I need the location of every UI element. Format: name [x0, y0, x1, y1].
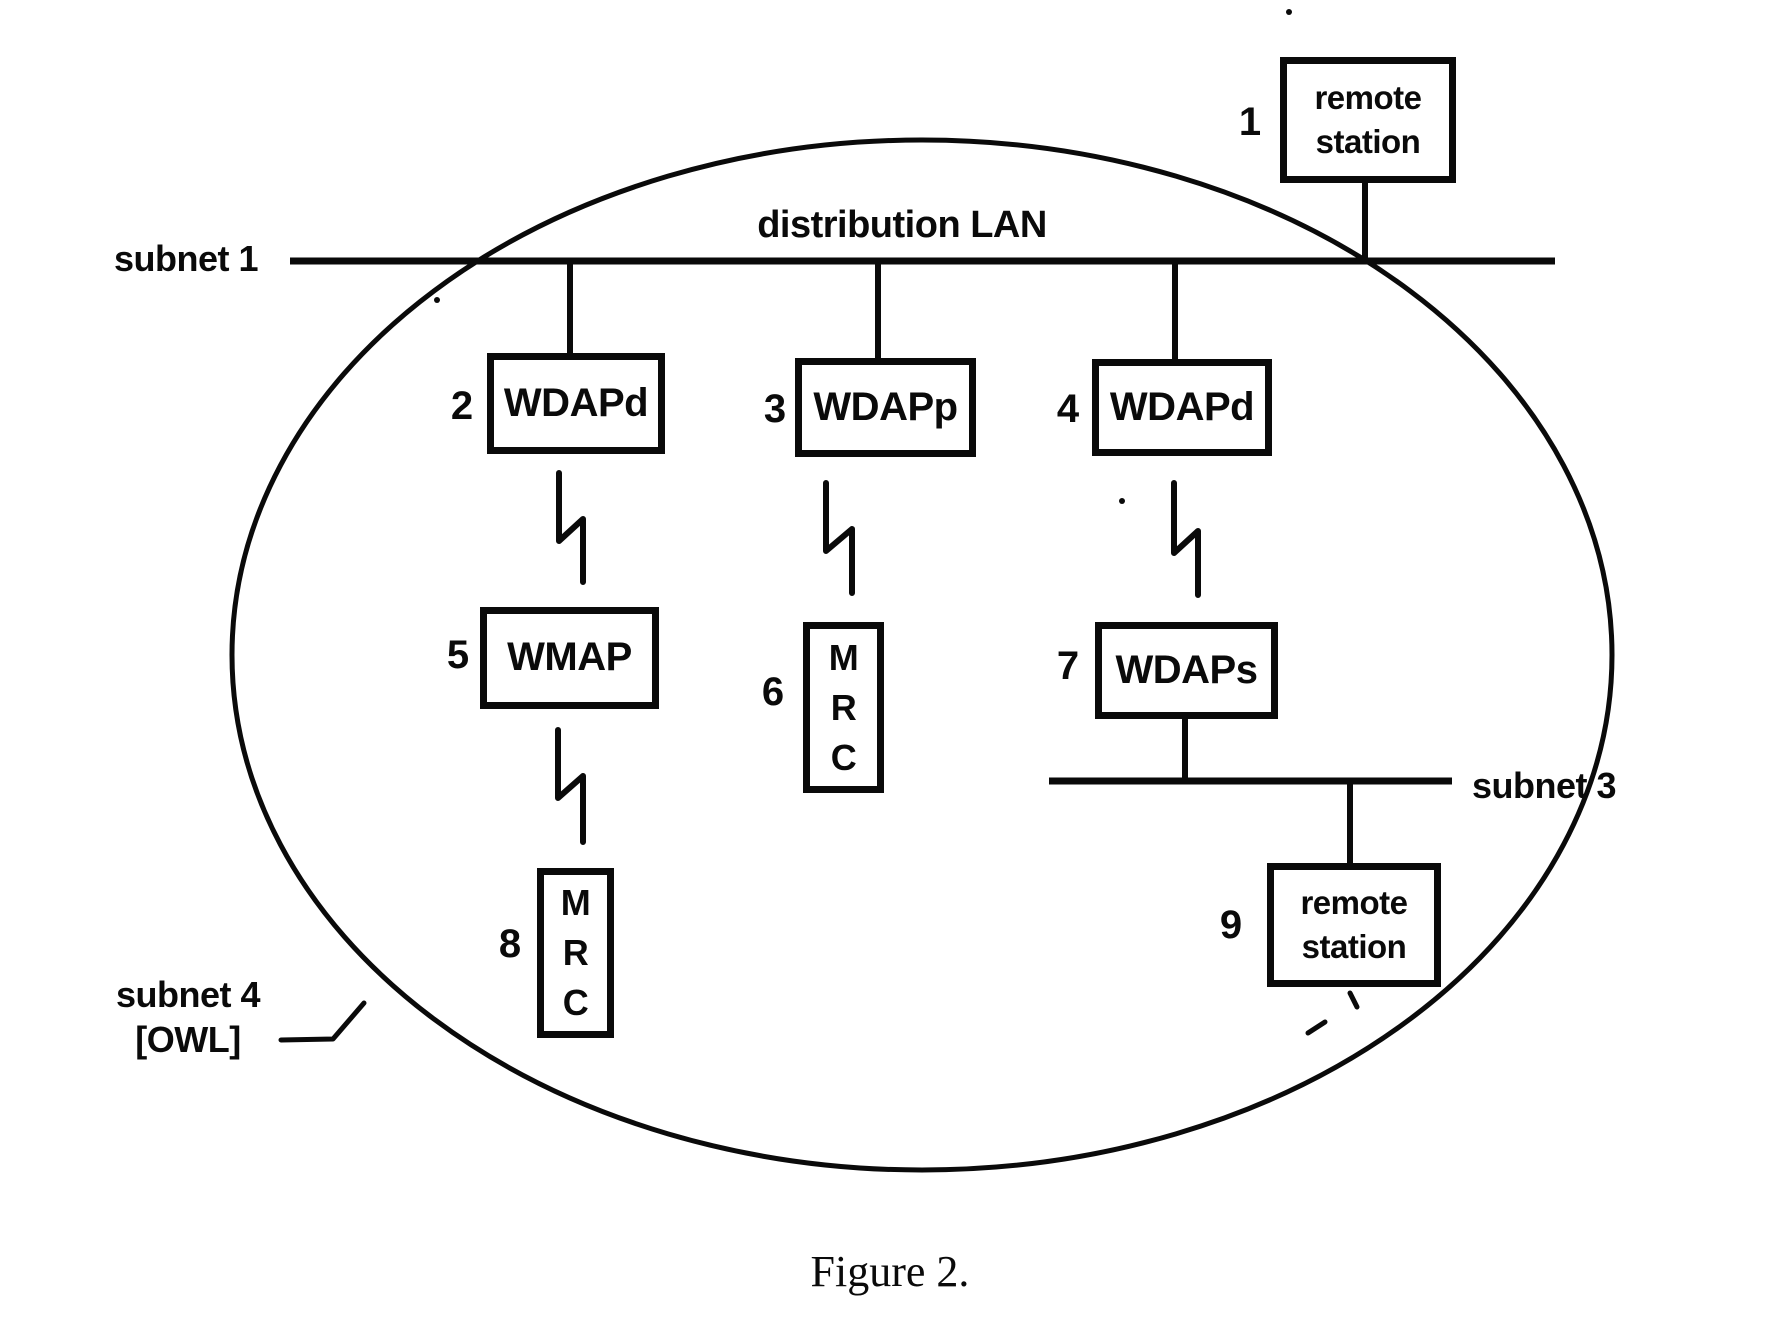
node-box-remote-station-1: remote station: [1280, 57, 1456, 183]
subnet1-label: subnet 1: [114, 238, 259, 279]
subnet3-label: subnet 3: [1472, 765, 1617, 806]
node-number-5: 5: [446, 633, 470, 677]
figure-caption: Figure 2.: [810, 1247, 970, 1296]
node-number-1: 1: [1238, 100, 1262, 144]
wireless-link-icon: [555, 727, 586, 845]
subnet4-owl-boundary-ellipse: [229, 137, 1615, 1173]
node-number-8: 8: [498, 922, 522, 966]
node-box-wdaps-7: WDAPs: [1095, 622, 1278, 719]
wireless-link-icon: [556, 470, 586, 585]
node-label-remote-station-9: remote station: [1300, 884, 1408, 965]
node-label-wmap-5: WMAP: [507, 635, 632, 680]
node-box-mrc-6: M R C: [803, 622, 884, 793]
ink-speck: [1347, 990, 1360, 1010]
node-number-2: 2: [450, 384, 474, 428]
node-label-wdapd-4: WDAPd: [1109, 384, 1255, 429]
wireless-link-icon: [1171, 480, 1201, 598]
ink-speck: [1305, 1019, 1328, 1036]
node-box-mrc-8: M R C: [537, 868, 614, 1038]
wireless-link-icon: [823, 480, 855, 596]
node-label-mrc-6: M R C: [828, 636, 859, 778]
node-number-7: 7: [1056, 644, 1080, 688]
node-label-mrc-8: M R C: [560, 882, 591, 1023]
node-number-9: 9: [1219, 903, 1243, 947]
node-number-4: 4: [1056, 387, 1080, 431]
node-label-wdaps-7: WDAPs: [1115, 647, 1258, 692]
node-label-wdapd-2: WDAPd: [503, 380, 649, 425]
node-label-remote-station-1: remote station: [1314, 79, 1422, 160]
node-label-wdapp-3: WDAPp: [813, 384, 958, 429]
node-box-wdapp-3: WDAPp: [795, 358, 976, 457]
node-box-wdapd-2: WDAPd: [487, 353, 665, 454]
ink-speck: [1119, 498, 1125, 504]
node-box-wmap-5: WMAP: [480, 607, 659, 709]
node-box-remote-station-9: remote station: [1267, 863, 1441, 987]
subnet4-leader-line: [278, 1000, 367, 1043]
distribution-lan-label: distribution LAN: [757, 204, 1047, 246]
ink-speck: [1286, 9, 1292, 15]
node-number-3: 3: [763, 387, 787, 431]
subnet4-owl-label: subnet 4 [OWL]: [115, 974, 261, 1060]
node-number-6: 6: [761, 670, 785, 714]
ink-speck: [434, 297, 440, 303]
node-box-wdapd-4: WDAPd: [1092, 359, 1272, 456]
